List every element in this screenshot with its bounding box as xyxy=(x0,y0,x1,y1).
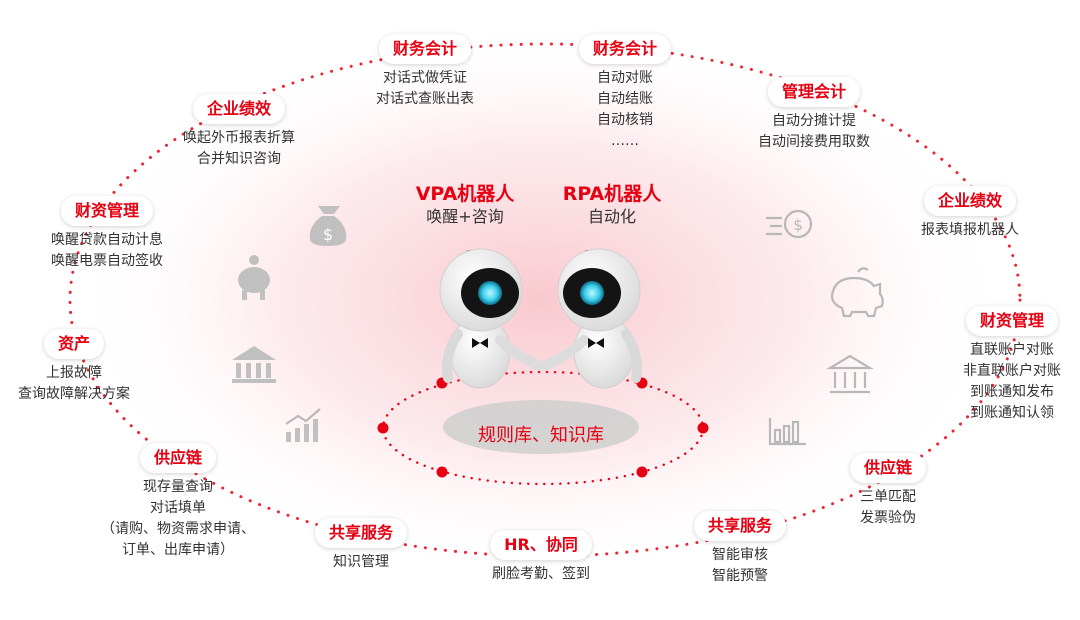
node-line: 三单匹配 xyxy=(859,489,916,505)
node-line: 查询故障解决方案 xyxy=(18,386,130,402)
growth-chart-icon xyxy=(285,408,321,442)
node-management-accounting: 管理会计 自动分摊计提 自动间接费用取数 xyxy=(758,77,870,153)
node-title[interactable]: 共享服务 xyxy=(693,511,787,541)
node-title[interactable]: 供应链 xyxy=(139,443,216,473)
node-line: …… xyxy=(610,133,639,149)
svg-text:$: $ xyxy=(323,225,333,244)
node-line: 到账通知认领 xyxy=(970,405,1054,421)
node-line: 唤醒电票自动签收 xyxy=(51,253,163,269)
node-line: 刷脸考勤、签到 xyxy=(492,566,590,582)
rpa-robot-heading: RPA机器人 自动化 xyxy=(563,182,662,228)
node-line: 自动分摊计提 xyxy=(772,113,856,129)
node-line: 到账通知发布 xyxy=(970,384,1054,400)
vpa-robot-image xyxy=(439,248,545,389)
node-line: 自动间接费用取数 xyxy=(758,134,870,150)
node-line: 自动结账 xyxy=(596,91,653,107)
knowledge-base-label: 规则库、知识库 xyxy=(478,425,604,446)
piggy-bank-outline-icon xyxy=(830,267,884,318)
rpa-robot-image xyxy=(539,248,642,389)
bank-icon xyxy=(232,346,276,383)
node-line: 直联账户对账 xyxy=(970,342,1054,358)
node-title[interactable]: 企业绩效 xyxy=(192,94,285,124)
node-enterprise-performance-rpa: 企业绩效 报表填报机器人 xyxy=(921,186,1019,241)
node-line: （请购、物资需求申请、 xyxy=(101,521,255,537)
knowledge-base-ellipse xyxy=(443,400,639,454)
node-title[interactable]: 资产 xyxy=(43,329,104,359)
node-treasury-rpa: 财资管理 直联账户对账 非直联账户对账 到账通知发布 到账通知认领 xyxy=(963,306,1061,424)
coin-speed-icon: $ xyxy=(766,209,813,239)
vpa-robot-title: VPA机器人 xyxy=(415,183,515,205)
node-title[interactable]: 财资管理 xyxy=(60,196,153,226)
node-line: 发票验伪 xyxy=(859,510,916,526)
node-finance-accounting-rpa: 财务会计 自动对账 自动结账 自动核销 …… xyxy=(578,34,672,152)
node-line: 自动对账 xyxy=(596,70,653,86)
node-title[interactable]: 财资管理 xyxy=(965,306,1058,336)
node-line: 智能审核 xyxy=(711,547,768,563)
node-line: 知识管理 xyxy=(332,554,389,570)
vpa-robot-heading: VPA机器人 唤醒+咨询 xyxy=(416,182,515,228)
node-supply-chain-rpa: 供应链 三单匹配 发票验伪 xyxy=(849,453,927,529)
rpa-robot-subtitle: 自动化 xyxy=(587,207,636,226)
node-line: 现存量查询 xyxy=(143,479,213,495)
node-line: 合并知识咨询 xyxy=(197,151,281,167)
node-title[interactable]: 管理会计 xyxy=(767,77,860,107)
piggy-bank-icon xyxy=(238,255,270,300)
node-treasury-vpa: 财资管理 唤醒贷款自动计息 唤醒电票自动签收 xyxy=(51,196,163,272)
inner-ring-red-dots xyxy=(377,377,709,478)
node-enterprise-performance-vpa: 企业绩效 唤起外币报表折算 合并知识咨询 xyxy=(183,94,295,170)
node-shared-services-vpa: 共享服务 知识管理 xyxy=(314,518,408,573)
node-shared-services-rpa: 共享服务 智能审核 智能预警 xyxy=(693,511,787,587)
node-title[interactable]: 供应链 xyxy=(849,453,927,483)
node-title[interactable]: 财务会计 xyxy=(378,34,471,64)
node-line: 报表填报机器人 xyxy=(921,222,1019,238)
node-finance-accounting-vpa: 财务会计 对话式做凭证 对话式查账出表 xyxy=(376,34,474,110)
node-title[interactable]: 财务会计 xyxy=(578,34,672,64)
node-line: 对话式查账出表 xyxy=(376,91,474,107)
bank-outline-icon xyxy=(826,354,874,394)
node-assets: 资产 上报故障 查询故障解决方案 xyxy=(18,329,130,405)
node-line: 唤醒贷款自动计息 xyxy=(51,232,163,248)
node-line: 非直联账户对账 xyxy=(963,363,1061,379)
node-line: 订单、出库申请） xyxy=(122,542,234,558)
vpa-robot-subtitle: 唤醒+咨询 xyxy=(426,207,504,226)
rpa-robot-title: RPA机器人 xyxy=(562,183,662,205)
node-line: 上报故障 xyxy=(46,365,102,381)
money-bag-icon: $ xyxy=(309,206,347,246)
node-title[interactable]: HR、协同 xyxy=(490,530,592,560)
node-line: 对话式做凭证 xyxy=(383,70,467,86)
node-supply-chain-vpa: 供应链 现存量查询 对话填单 （请购、物资需求申请、 订单、出库申请） xyxy=(101,443,255,561)
node-line: 智能预警 xyxy=(711,568,768,584)
svg-text:$: $ xyxy=(793,216,803,234)
node-hr-collaboration: HR、协同 刷脸考勤、签到 xyxy=(490,530,592,585)
bar-chart-icon xyxy=(768,418,806,446)
node-line: 唤起外币报表折算 xyxy=(183,130,295,146)
node-line: 对话填单 xyxy=(150,500,206,516)
node-line: 自动核销 xyxy=(596,112,653,128)
node-title[interactable]: 共享服务 xyxy=(314,518,408,548)
node-title[interactable]: 企业绩效 xyxy=(923,186,1016,216)
